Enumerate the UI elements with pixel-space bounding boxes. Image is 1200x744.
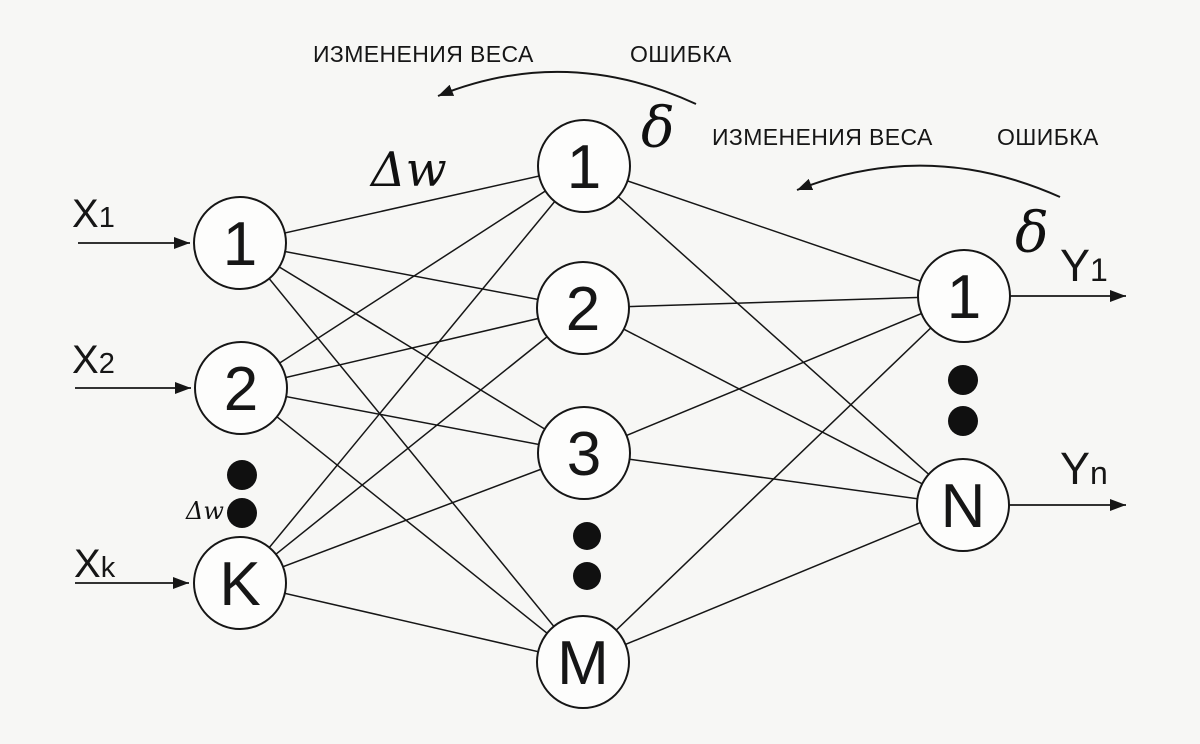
hidden-node-1-circle xyxy=(537,119,631,213)
connection-i1-h1 xyxy=(239,165,585,244)
output-arrows xyxy=(1009,290,1126,511)
input-node-2-label: 2 xyxy=(224,355,258,424)
hidden-ellipsis-dot xyxy=(573,522,601,550)
connections-input-hidden xyxy=(239,165,585,663)
delta-symbol-hidden: δ xyxy=(641,96,675,161)
input-node-k-label: K xyxy=(219,550,260,619)
backprop-arrow-output xyxy=(796,164,1061,198)
connection-i1-hm xyxy=(239,242,584,663)
input-node-1-label: 1 xyxy=(223,210,257,279)
connection-h2-o1 xyxy=(582,295,965,309)
output-node-n-circle xyxy=(916,458,1010,552)
connection-h1-o1 xyxy=(583,165,965,297)
output-label-yn: Yn xyxy=(1060,443,1108,494)
hidden-node-1-label: 1 xyxy=(567,133,601,202)
hidden-node-m-label: M xyxy=(557,629,609,698)
backprop-arrow-hidden xyxy=(437,70,697,105)
input-label-xk: Xk xyxy=(74,542,116,586)
hidden-stage-captions: ИЗМЕНЕНИЯ ВЕСА ОШИБКА δ Δw xyxy=(313,41,732,198)
input-node-1-circle xyxy=(193,196,287,290)
output-labels: Y1 Yn xyxy=(1060,240,1108,494)
connections-hidden-output xyxy=(582,165,965,663)
input-node-2-circle xyxy=(194,341,288,435)
connection-i2-hm xyxy=(240,387,584,663)
hidden-node-m-circle xyxy=(536,615,630,709)
output-label-y1: Y1 xyxy=(1060,240,1108,291)
input-label-x1: X1 xyxy=(72,192,115,236)
backprop-arrows xyxy=(437,70,1061,198)
hidden-ellipsis-dot xyxy=(573,562,601,590)
output-ellipsis-dot xyxy=(948,406,978,436)
output-node-1-circle xyxy=(917,249,1011,343)
connection-i2-h2 xyxy=(240,307,584,389)
error-label-output: ОШИБКА xyxy=(997,124,1099,150)
weight-change-label-output: ИЗМЕНЕНИЯ ВЕСА xyxy=(712,124,933,150)
connection-h1-on xyxy=(583,165,964,506)
error-label-hidden: ОШИБКА xyxy=(630,41,732,67)
delta-w-label-hidden: Δw xyxy=(369,142,447,198)
connection-h2-on xyxy=(582,307,964,506)
connection-i1-h2 xyxy=(239,242,584,309)
input-layer: 1 2 K xyxy=(193,196,288,630)
input-arrows xyxy=(75,237,191,589)
hidden-layer: 1 2 3 M xyxy=(536,119,631,709)
input-ellipsis-dot xyxy=(227,460,257,490)
connection-i2-h1 xyxy=(240,165,585,389)
connection-ik-h1 xyxy=(239,165,585,584)
hidden-node-2-label: 2 xyxy=(566,275,600,344)
connection-ik-hm xyxy=(239,582,584,663)
connection-hm-o1 xyxy=(582,295,965,663)
connection-ik-h2 xyxy=(239,307,584,584)
output-node-n-label: N xyxy=(941,472,986,541)
connection-hm-on xyxy=(582,504,964,663)
hidden-node-3-circle xyxy=(537,406,631,500)
input-node-k-circle xyxy=(193,536,287,630)
delta-w-label-input: Δw xyxy=(185,497,224,525)
output-node-1-label: 1 xyxy=(947,263,981,332)
connection-ik-h3 xyxy=(239,452,585,584)
output-stage-captions: ИЗМЕНЕНИЯ ВЕСА ОШИБКА δ xyxy=(712,124,1099,266)
weight-change-label-hidden: ИЗМЕНЕНИЯ ВЕСА xyxy=(313,41,534,67)
output-layer: 1 N xyxy=(916,249,1011,552)
output-ellipsis-dot xyxy=(948,365,978,395)
delta-symbol-output: δ xyxy=(1015,201,1049,266)
hidden-node-2-circle xyxy=(536,261,630,355)
connection-i2-h3 xyxy=(240,387,585,454)
input-labels: X1 X2 Xk xyxy=(72,192,116,586)
connection-h3-o1 xyxy=(583,295,965,454)
input-ellipsis-dot xyxy=(227,498,257,528)
input-label-x2: X2 xyxy=(72,338,115,382)
hidden-node-3-label: 3 xyxy=(567,420,601,489)
